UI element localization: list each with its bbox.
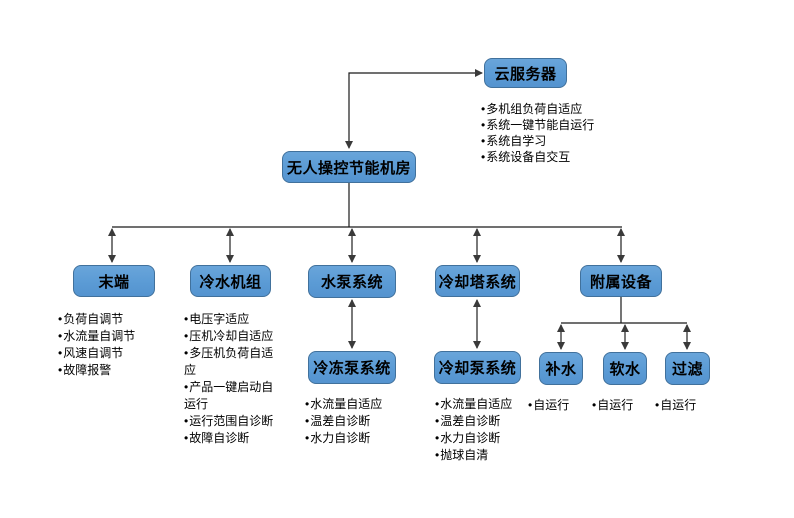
bullet-item: 自运行: [655, 397, 715, 414]
connector-auxiliary-trunk: [561, 297, 687, 324]
node-label: 过滤: [671, 361, 703, 378]
node-auxiliary-equipment: 附属设备: [580, 265, 662, 297]
node-label: 冷却塔系统: [438, 273, 517, 291]
bullet-item: 多机组负荷自适应: [481, 101, 613, 117]
terminal-features: 负荷自调节 水流量自调节 风速自调节 故障报警: [58, 311, 168, 379]
bullet-item: 压机冷却自适应: [184, 328, 276, 345]
node-soft-water: 软水: [603, 352, 647, 385]
node-label: 冷冻泵系统: [313, 360, 391, 377]
bullet-item: 产品一键启动自运行: [184, 379, 276, 413]
node-pump-system: 水泵系统: [308, 265, 396, 298]
filter-features: 自运行: [655, 397, 715, 414]
bullet-item: 系统设备自交互: [481, 149, 613, 165]
bullet-item: 自运行: [528, 397, 588, 414]
node-cooling-pump-system: 冷却泵系统: [434, 351, 521, 384]
node-label: 无人操控节能机房: [286, 159, 411, 177]
node-label: 软水: [609, 361, 641, 378]
node-label: 末端: [98, 273, 130, 291]
chiller-unit-features: 电压字适应 压机冷却自适应 多压机负荷自适应 产品一键启动自运行 运行范围自诊断…: [184, 311, 276, 447]
bullet-item: 温差自诊断: [305, 413, 415, 430]
bullet-item: 多压机负荷自适应: [184, 345, 276, 379]
node-filter: 过滤: [665, 352, 710, 385]
node-label: 水泵系统: [320, 274, 383, 291]
bullet-item: 抛球自清: [435, 447, 545, 464]
makeup-water-features: 自运行: [528, 397, 588, 414]
bullet-item: 水流量自适应: [435, 396, 545, 413]
node-label: 补水: [545, 361, 577, 378]
node-label: 冷却泵系统: [438, 360, 517, 377]
bullet-item: 水力自诊断: [305, 430, 415, 447]
connector-root-cloud: [345, 69, 483, 149]
bullet-item: 水力自诊断: [435, 430, 545, 447]
connector-root-trunk: [112, 183, 622, 228]
bullet-item: 电压字适应: [184, 311, 276, 328]
bullet-item: 故障报警: [58, 362, 168, 379]
node-chiller-unit: 冷水机组: [190, 265, 271, 297]
bullet-item: 系统自学习: [481, 133, 613, 149]
bullet-item: 水流量自适应: [305, 396, 415, 413]
bullet-item: 系统一键节能自运行: [481, 117, 613, 133]
bullet-item: 风速自调节: [58, 345, 168, 362]
node-cloud-server: 云服务器: [484, 58, 567, 88]
bullet-item: 水流量自调节: [58, 328, 168, 345]
bullet-item: 运行范围自诊断: [184, 413, 276, 430]
node-chilled-pump-system: 冷冻泵系统: [308, 351, 396, 384]
node-makeup-water: 补水: [539, 352, 583, 385]
node-root-machine-room: 无人操控节能机房: [282, 151, 416, 183]
node-cooling-tower-system: 冷却塔系统: [435, 265, 520, 297]
node-label: 冷水机组: [199, 273, 262, 291]
chilled-pump-features: 水流量自适应 温差自诊断 水力自诊断: [305, 396, 415, 447]
node-terminal: 末端: [73, 265, 155, 297]
bullet-item: 自运行: [592, 397, 652, 414]
cooling-pump-features: 水流量自适应 温差自诊断 水力自诊断 抛球自清: [435, 396, 545, 464]
node-label: 附属设备: [589, 273, 652, 291]
node-label: 云服务器: [494, 65, 557, 83]
bullet-item: 故障自诊断: [184, 430, 276, 447]
cloud-server-features: 多机组负荷自适应 系统一键节能自运行 系统自学习 系统设备自交互: [481, 101, 613, 165]
bullet-item: 温差自诊断: [435, 413, 545, 430]
soft-water-features: 自运行: [592, 397, 652, 414]
bullet-item: 负荷自调节: [58, 311, 168, 328]
